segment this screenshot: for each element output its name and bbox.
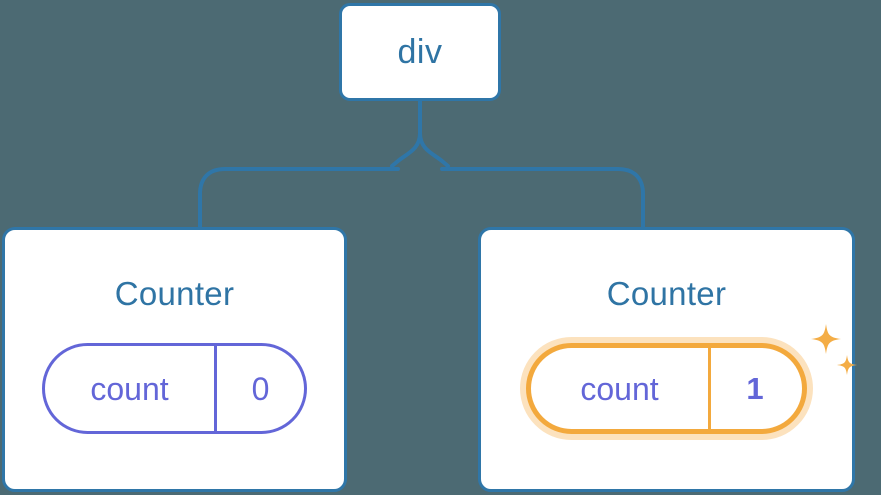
state-pill[interactable]: count 0	[42, 343, 307, 434]
state-key-label: count	[580, 370, 659, 407]
state-key-cell: count	[45, 346, 217, 431]
component-card-counter-left[interactable]: Counter count 0	[2, 227, 347, 492]
component-title: Counter	[606, 275, 727, 312]
state-value-label: 1	[746, 371, 764, 406]
sparkle-small-icon	[837, 355, 857, 375]
state-value-label: 0	[251, 370, 270, 407]
state-value-cell: 1	[711, 348, 799, 429]
connector-branch-left	[198, 167, 400, 231]
sparkles-group	[811, 324, 857, 375]
connector-branch-right	[440, 167, 645, 231]
state-value-cell: 0	[217, 346, 304, 431]
state-pill-wrapper: count 1	[526, 324, 857, 434]
component-card-counter-right[interactable]: Counter count 1	[478, 227, 857, 492]
state-key-cell: count	[531, 348, 711, 429]
root-node-div[interactable]: div	[339, 3, 501, 101]
connector-stem-right	[418, 99, 450, 168]
state-key-label: count	[90, 370, 169, 407]
connector-stem-left	[390, 99, 422, 168]
state-pill-highlighted[interactable]: count 1	[526, 343, 807, 434]
sparkle-large-icon	[811, 324, 841, 354]
state-pill-wrapper: count 0	[42, 343, 307, 434]
component-title: Counter	[114, 275, 235, 312]
root-node-label: div	[397, 33, 443, 71]
